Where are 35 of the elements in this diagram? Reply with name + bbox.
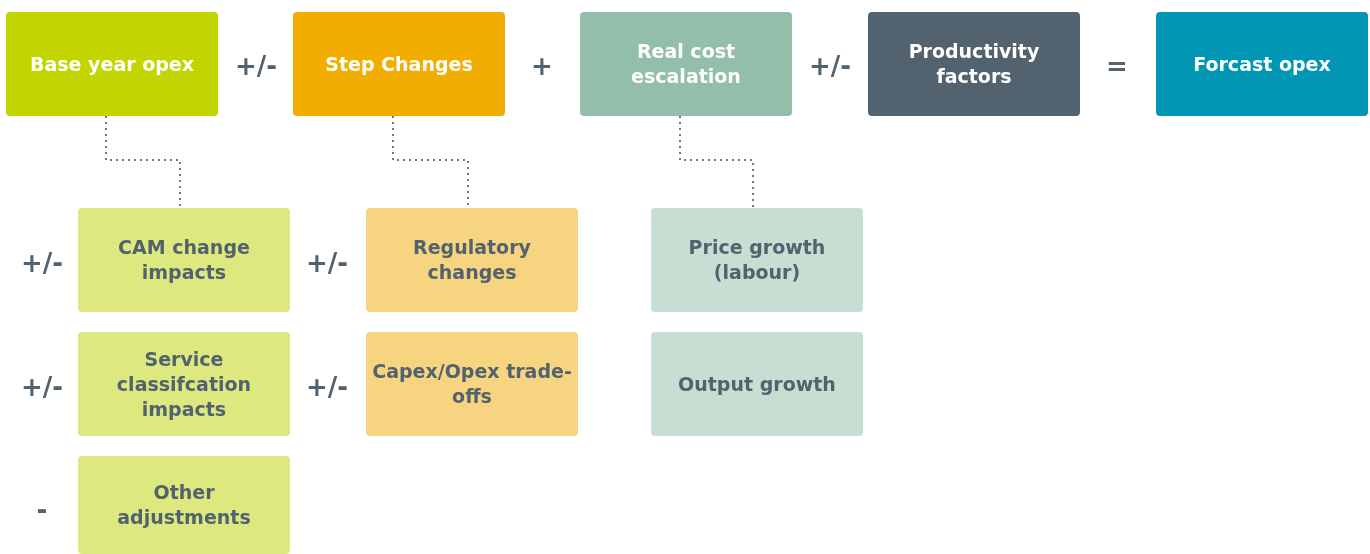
operator-sign: +/- xyxy=(305,248,349,278)
box-label: Capex/Opex trade-offs xyxy=(372,359,572,409)
operator-sign: +/- xyxy=(808,51,852,81)
box-label: Productivity factors xyxy=(907,39,1041,89)
dotted-connector xyxy=(105,115,181,209)
box-label: Real cost escalation xyxy=(630,39,742,89)
process-box xyxy=(651,208,863,312)
process-box xyxy=(868,12,1080,116)
dotted-connector xyxy=(679,115,754,209)
box-label: Step Changes xyxy=(325,51,473,77)
process-box xyxy=(78,208,290,312)
operator-sign: + xyxy=(531,51,553,81)
process-box xyxy=(366,208,578,312)
box-label: CAM change impacts xyxy=(117,235,251,285)
process-box xyxy=(651,332,863,436)
operator-sign: +/- xyxy=(305,372,349,402)
operator-sign: +/- xyxy=(20,372,64,402)
process-box xyxy=(6,12,218,116)
box-label: Regulatory changes xyxy=(412,235,532,285)
operator-sign: - xyxy=(36,495,48,525)
box-label: Base year opex xyxy=(30,51,194,77)
box-label: Other adjustments xyxy=(116,480,252,530)
operator-sign: +/- xyxy=(234,51,278,81)
process-box xyxy=(78,332,290,436)
process-box xyxy=(293,12,505,116)
process-box xyxy=(580,12,792,116)
operator-sign: = xyxy=(1106,51,1128,81)
box-label: Price growth (labour) xyxy=(687,235,827,285)
process-box xyxy=(366,332,578,436)
operator-sign: +/- xyxy=(20,248,64,278)
process-box xyxy=(1156,12,1368,116)
process-box xyxy=(78,456,290,554)
box-label: Forcast opex xyxy=(1193,51,1331,77)
box-label: Output growth xyxy=(678,371,836,397)
box-label: Service classifcation impacts xyxy=(115,346,253,422)
